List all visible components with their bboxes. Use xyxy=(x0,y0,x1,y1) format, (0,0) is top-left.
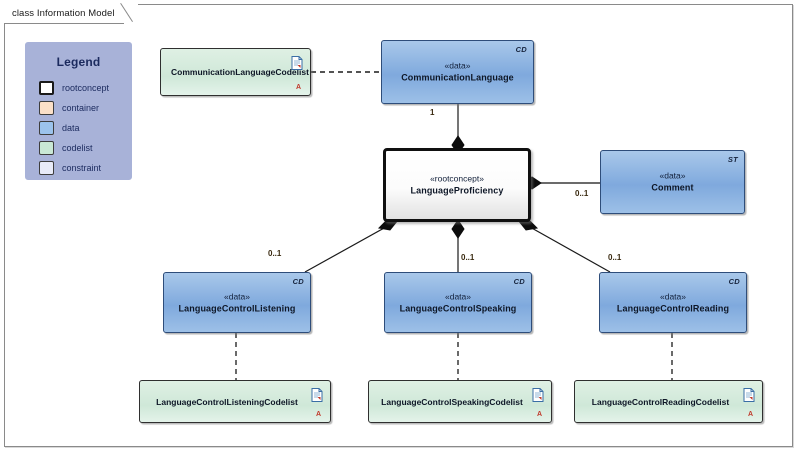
node-tag: CD xyxy=(728,277,740,286)
constraint-marker: A xyxy=(295,84,301,91)
node-text: «data» LanguageControlSpeaking xyxy=(385,290,531,315)
node-label: CommunicationLanguage xyxy=(401,72,514,83)
codelist-swatch xyxy=(39,140,54,155)
node-comment[interactable]: ST «data» Comment xyxy=(600,150,745,214)
legend-item-label: constraint xyxy=(62,162,102,173)
node-label: LanguageControlReading xyxy=(616,303,730,313)
diagram-title-text: class Information Model xyxy=(12,8,115,19)
constraint-marker: A xyxy=(536,411,542,418)
legend-item-label: codelist xyxy=(62,142,93,153)
node-text: «rootconcept» LanguageProficiency xyxy=(386,173,528,198)
legend-item-label: rootconcept xyxy=(62,82,110,93)
node-label: LanguageControlReadingCodelist xyxy=(591,396,730,407)
node-tag: CD xyxy=(513,277,525,286)
node-stereotype: «rootconcept» xyxy=(430,173,484,184)
legend-item-data: data xyxy=(39,118,131,137)
node-tag: CD xyxy=(292,277,304,286)
node-languagecontrollistening[interactable]: CD «data» LanguageControlListening xyxy=(163,272,311,333)
legend-item-container: container xyxy=(39,98,131,117)
multiplicity-reading: 0..1 xyxy=(608,253,622,262)
node-text: «data» CommunicationLanguage xyxy=(382,60,533,85)
legend-items: rootconcept container data codelist cons… xyxy=(26,78,131,177)
legend-item-rootconcept: rootconcept xyxy=(39,78,131,97)
node-languagecontrollisteningcodelist[interactable]: LanguageControlListeningCodelist A xyxy=(139,380,331,423)
document-icon xyxy=(743,388,755,402)
diagram-title-tab: class Information Model xyxy=(4,4,138,25)
node-stereotype: «data» xyxy=(444,60,471,71)
multiplicity-speaking: 0..1 xyxy=(461,253,475,262)
legend-item-codelist: codelist xyxy=(39,138,131,157)
node-communicationlanguagecodelist[interactable]: CommunicationLanguageCodelist A xyxy=(160,48,311,96)
document-icon xyxy=(532,388,544,402)
node-stereotype: «data» xyxy=(224,291,250,301)
node-communicationlanguage[interactable]: CD «data» CommunicationLanguage xyxy=(381,40,534,104)
node-label: LanguageControlSpeaking xyxy=(399,303,517,313)
node-tag: CD xyxy=(515,45,527,54)
node-stereotype: «data» xyxy=(660,291,686,301)
node-languageproficiency[interactable]: «rootconcept» LanguageProficiency xyxy=(383,148,531,222)
node-stereotype: «data» xyxy=(445,291,471,301)
multiplicity-communicationlanguage: 1 xyxy=(430,108,435,117)
node-languagecontrolspeakingcodelist[interactable]: LanguageControlSpeakingCodelist A xyxy=(368,380,552,423)
node-text: «data» LanguageControlListening xyxy=(164,290,310,315)
node-label: CommunicationLanguageCodelist xyxy=(171,67,309,77)
node-label: LanguageControlListening xyxy=(178,303,296,313)
legend-title: Legend xyxy=(56,55,101,69)
multiplicity-listening: 0..1 xyxy=(268,249,282,258)
title-tab-notch xyxy=(123,4,138,25)
legend-item-label: data xyxy=(62,122,80,133)
node-label: LanguageControlSpeakingCodelist xyxy=(381,396,523,407)
node-languagecontrolreading[interactable]: CD «data» LanguageControlReading xyxy=(599,272,747,333)
rootconcept-swatch xyxy=(39,80,54,95)
node-label: LanguageProficiency xyxy=(410,185,504,196)
constraint-swatch xyxy=(39,160,54,175)
node-label: Comment xyxy=(651,182,694,193)
multiplicity-comment: 0..1 xyxy=(575,189,589,198)
constraint-marker: A xyxy=(315,411,321,418)
document-icon xyxy=(291,56,303,70)
legend-item-constraint: constraint xyxy=(39,158,131,177)
container-swatch xyxy=(39,100,54,115)
data-swatch xyxy=(39,120,54,135)
legend-item-label: container xyxy=(62,102,100,113)
node-languagecontrolspeaking[interactable]: CD «data» LanguageControlSpeaking xyxy=(384,272,532,333)
node-languagecontrolreadingcodelist[interactable]: LanguageControlReadingCodelist A xyxy=(574,380,763,423)
node-label: LanguageControlListeningCodelist xyxy=(156,396,298,407)
node-text: «data» Comment xyxy=(601,170,744,195)
node-stereotype: «data» xyxy=(659,170,686,181)
legend-panel: Legend rootconcept container data codeli… xyxy=(25,42,132,180)
constraint-marker: A xyxy=(747,411,753,418)
node-text: «data» LanguageControlReading xyxy=(600,290,746,315)
document-icon xyxy=(311,388,323,402)
node-tag: ST xyxy=(727,155,738,164)
